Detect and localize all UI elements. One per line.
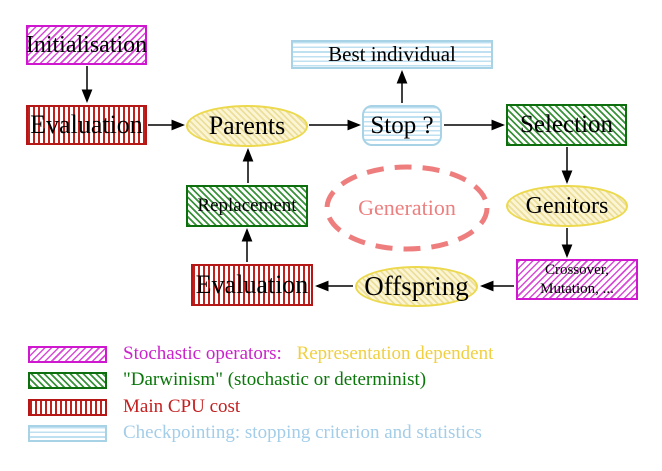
legend-swatch-cyan-stripes <box>28 424 107 442</box>
node-selection: Selection <box>506 104 627 146</box>
node-crossover-mutation: Crossover, Mutation, ... <box>516 259 638 300</box>
node-best-individual: Best individual <box>291 40 493 69</box>
node-stop: Stop ? <box>362 105 442 146</box>
node-crossover-line2: Mutation, ... <box>540 280 614 297</box>
node-parents-label: Parents <box>208 110 286 140</box>
node-evaluation-bottom: Evaluation <box>191 264 313 306</box>
node-genitors: Genitors <box>506 185 628 227</box>
legend-cpu-cost-label: Main CPU cost <box>123 396 241 417</box>
node-offspring-label: Offspring <box>364 270 469 301</box>
generation-loop-ellipse <box>324 164 490 252</box>
node-replacement: Replacement <box>186 185 308 227</box>
node-genitors-label: Genitors <box>525 192 609 219</box>
legend-row-stochastic: Stochastic operators: Representation dep… <box>28 343 493 365</box>
node-initialisation: Initialisation <box>26 25 147 65</box>
legend-darwinism-label: "Darwinism" (stochastic or determinist) <box>123 369 427 390</box>
legend-swatch-red-stripes <box>28 398 107 416</box>
legend-row-checkpointing: Checkpointing: stopping criterion and st… <box>28 422 482 443</box>
node-crossover-line1: Crossover, <box>545 261 609 278</box>
node-initialisation-label: Initialisation <box>25 31 148 58</box>
node-evaluation-top-label: Evaluation <box>30 109 143 139</box>
node-parents: Parents <box>186 105 308 147</box>
node-selection-label: Selection <box>519 111 614 139</box>
generation-label: Generation <box>322 163 492 253</box>
node-replacement-label: Replacement <box>197 194 297 216</box>
legend-swatch-green-hatch <box>28 371 107 389</box>
legend-checkpointing-label: Checkpointing: stopping criterion and st… <box>123 422 482 443</box>
generation-text: Generation <box>358 195 456 220</box>
node-evaluation-top: Evaluation <box>26 105 147 145</box>
legend-row-darwinism: "Darwinism" (stochastic or determinist) <box>28 369 427 390</box>
node-evaluation-bottom-label: Evaluation <box>195 269 309 299</box>
node-stop-label: Stop ? <box>370 111 434 139</box>
legend-representation-label: Representation dependent <box>296 343 494 364</box>
legend-row-cpu-cost: Main CPU cost <box>28 396 241 417</box>
legend-text-stochastic: Stochastic operators: Representation dep… <box>123 343 493 365</box>
legend-stochastic-label: Stochastic operators: <box>123 343 282 364</box>
node-best-individual-label: Best individual <box>328 41 456 66</box>
node-offspring: Offspring <box>355 266 478 307</box>
legend-swatch-magenta-hatch <box>28 345 107 363</box>
